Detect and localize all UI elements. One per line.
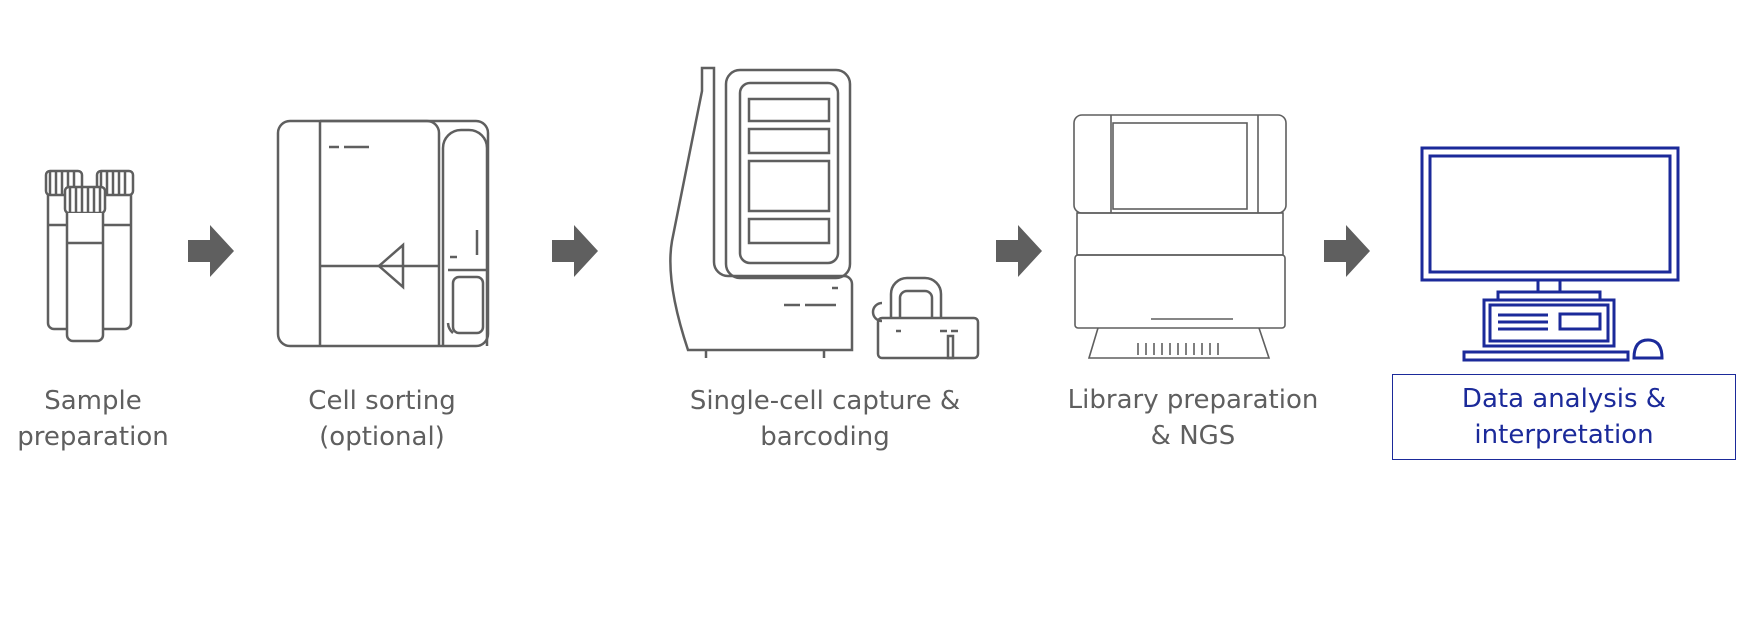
step-label-line: barcoding (760, 422, 890, 452)
sequencer-icon (1073, 114, 1287, 359)
arrow-right-icon (552, 225, 598, 277)
step-label-line: Library preparation (1067, 385, 1319, 415)
arrow-right-icon (188, 225, 234, 277)
step-label-line: Single-cell capture & (689, 386, 961, 416)
step-label-cell-sorting: Cell sorting (optional) (282, 383, 482, 455)
highlight-box (1392, 374, 1736, 460)
step-label-line: Sample (44, 386, 142, 416)
step-label-sample-preparation: Sample preparation (0, 383, 186, 455)
step-label-line: preparation (17, 422, 169, 452)
computer-workstation-icon (1420, 146, 1680, 362)
single-cell-capture-instrument-icon (669, 66, 980, 360)
step-label-line: interpretation (1474, 420, 1654, 450)
step-label-line: & NGS (1150, 421, 1236, 451)
step-label-library-preparation: Library preparation & NGS (1048, 382, 1338, 454)
step-label-line: Data analysis & (1461, 384, 1667, 414)
step-label-line: Cell sorting (308, 386, 456, 416)
arrow-right-icon (1324, 225, 1370, 277)
step-label-data-analysis: Data analysis & interpretation (1392, 381, 1736, 453)
step-label-single-cell-capture: Single-cell capture & barcoding (675, 383, 975, 455)
arrow-right-icon (996, 225, 1042, 277)
step-label-line: (optional) (319, 422, 445, 452)
sample-tubes-icon (44, 169, 135, 343)
cell-sorter-icon (276, 119, 490, 348)
